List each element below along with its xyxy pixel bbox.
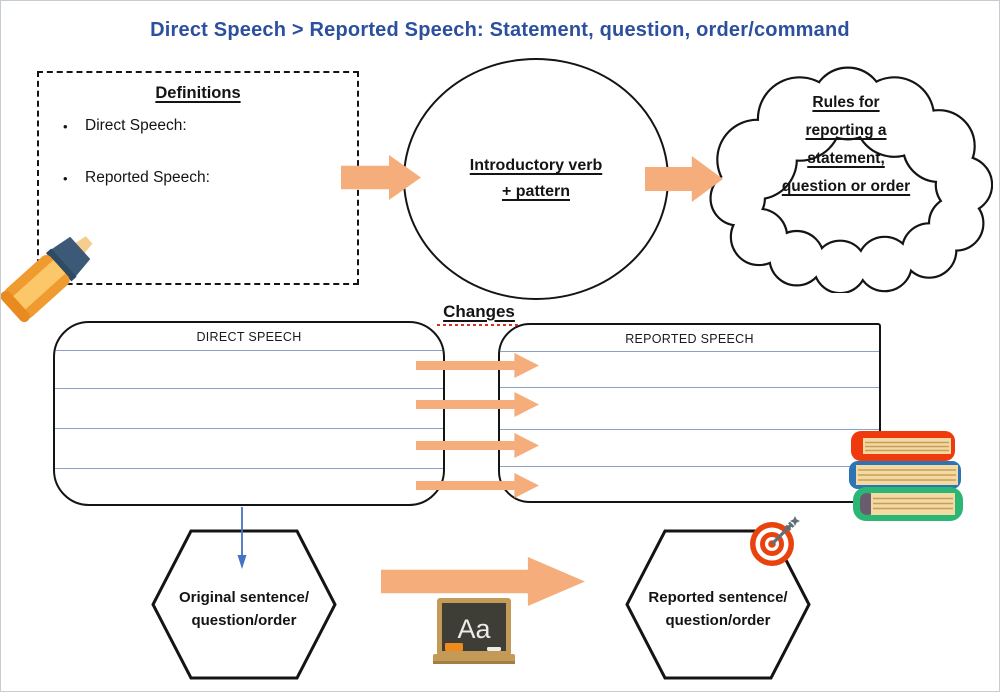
original-hexagon-line2: question/order — [191, 611, 297, 629]
page-title: Direct Speech > Reported Speech: Stateme… — [150, 19, 850, 41]
ruled-line — [500, 429, 879, 431]
reported-hexagon-line2: question/order — [665, 611, 771, 629]
ruled-line — [55, 468, 443, 470]
cloud-label-line1: Rules for — [812, 94, 880, 111]
definitions-list: • Direct Speech: • Reported Speech: — [39, 117, 357, 187]
ruled-line — [55, 350, 443, 352]
definition-label-direct: Direct Speech: — [85, 117, 187, 134]
highlighter-icon — [1, 236, 93, 323]
books-icon — [849, 431, 963, 521]
bullet-icon: • — [63, 171, 68, 186]
chalkboard-icon: Aa — [433, 598, 515, 664]
list-item: • Direct Speech: — [63, 117, 357, 135]
direct-speech-box: DIRECT SPEECH — [53, 321, 445, 506]
list-item: • Reported Speech: — [63, 169, 357, 187]
hexagon-shape-icon — [151, 529, 337, 680]
original-hexagon-label: Original sentence/ question/order — [151, 533, 337, 684]
ruled-line — [55, 388, 443, 390]
direct-speech-header: DIRECT SPEECH — [196, 330, 302, 344]
original-hexagon-line1: Original sentence/ — [178, 588, 310, 606]
original-hexagon: Original sentence/ question/order — [151, 529, 337, 680]
cloud-shape-icon — [709, 66, 994, 295]
cloud-label-line3: statement, — [807, 150, 885, 167]
ruled-line — [55, 428, 443, 430]
circle-label-line1: Introductory verb — [469, 157, 603, 174]
bullet-icon: • — [63, 119, 68, 134]
rules-cloud: Rules for reporting a statement, questio… — [699, 61, 994, 295]
reported-hexagon-line1: Reported sentence/ — [648, 588, 788, 606]
changes-text: Changes — [443, 302, 515, 321]
definition-label-reported: Reported Speech: — [85, 169, 210, 186]
changes-label: Changes — [429, 302, 529, 326]
cloud-label-line4: question or order — [781, 178, 911, 195]
spellcheck-squiggle — [437, 324, 521, 326]
arrow-down-icon — [237, 507, 247, 569]
introductory-verb-circle: Introductory verb + pattern — [403, 58, 669, 300]
reported-hexagon: Reported sentence/ question/order — [625, 529, 811, 680]
cloud-label: Rules for reporting a statement, questio… — [699, 89, 993, 201]
definitions-heading: Definitions — [155, 84, 241, 102]
target-icon — [750, 516, 800, 566]
reported-speech-box: REPORTED SPEECH — [498, 323, 881, 503]
circle-label-line2: + pattern — [501, 183, 570, 200]
reported-hexagon-label: Reported sentence/ question/order — [625, 533, 811, 684]
ruled-line — [500, 387, 879, 389]
reported-speech-header: REPORTED SPEECH — [625, 332, 754, 346]
definitions-box: Definitions • Direct Speech: • Reported … — [37, 71, 359, 285]
ruled-line — [500, 351, 879, 353]
chalkboard-letters: Aa — [457, 614, 491, 644]
cloud-label-line2: reporting a — [805, 122, 887, 139]
ruled-line — [500, 466, 879, 468]
